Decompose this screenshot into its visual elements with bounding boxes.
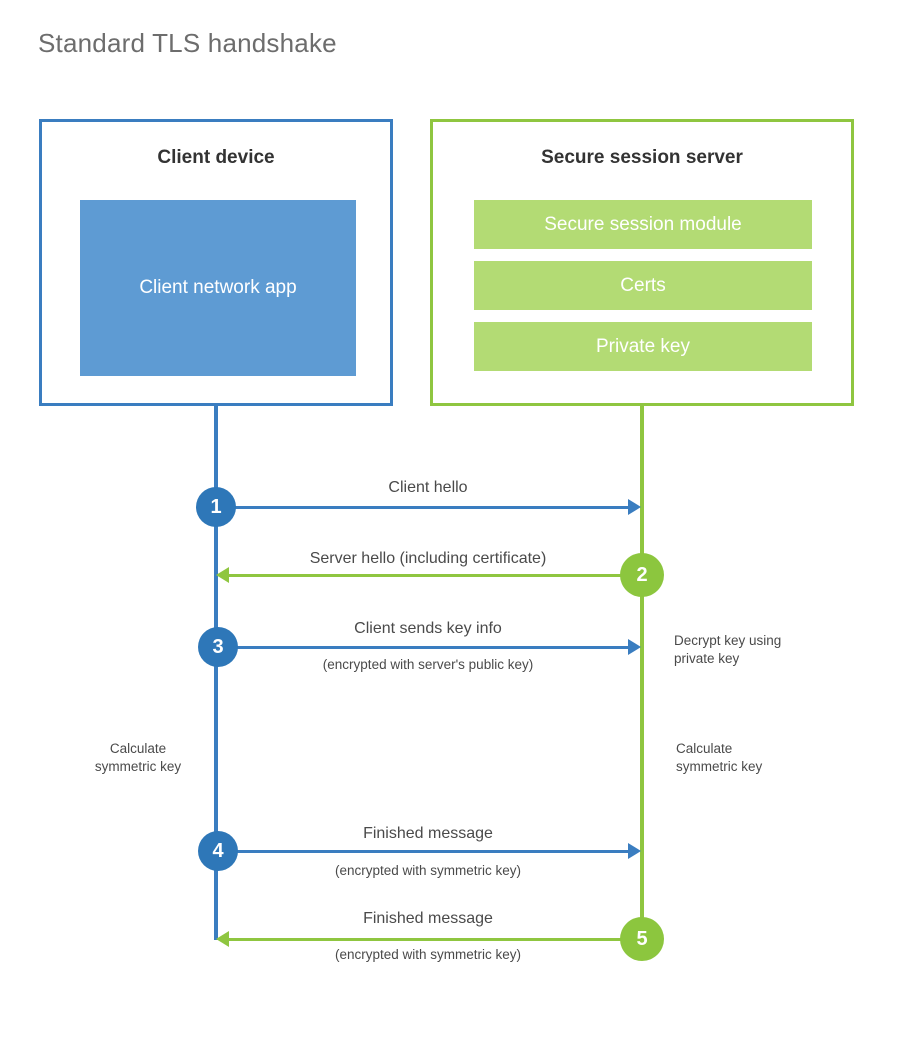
step-4-label: Finished message bbox=[363, 825, 493, 842]
step-circle-4: 4 bbox=[198, 831, 238, 871]
server-lifeline bbox=[640, 406, 644, 939]
server-block-certs: Certs bbox=[474, 261, 812, 310]
step-1-arrow-line bbox=[216, 506, 628, 509]
step-3-label: Client sends key info bbox=[354, 620, 502, 637]
step-5-arrow-head bbox=[216, 931, 229, 947]
client-device-title: Client device bbox=[157, 147, 275, 168]
step-circle-3: 3 bbox=[198, 627, 238, 667]
step-1-label: Client hello bbox=[388, 479, 468, 496]
step-3-sublabel: (encrypted with server's public key) bbox=[322, 657, 534, 672]
step-5-label: Finished message bbox=[363, 910, 493, 927]
client-device-box: Client device Client network app bbox=[39, 119, 393, 406]
page-title: Standard TLS handshake bbox=[38, 28, 337, 58]
step-4-arrow-head bbox=[628, 843, 641, 859]
secure-session-server-box: Secure session server Secure session mod… bbox=[430, 119, 854, 406]
step-5-sublabel: (encrypted with symmetric key) bbox=[334, 947, 522, 962]
secure-session-server-title: Secure session server bbox=[541, 147, 743, 168]
step-3-arrow-head bbox=[628, 639, 641, 655]
step-2-arrow-line bbox=[229, 574, 628, 577]
step-2-arrow-head bbox=[216, 567, 229, 583]
step-4-sublabel: (encrypted with symmetric key) bbox=[334, 863, 522, 878]
client-network-app-block: Client network app bbox=[80, 200, 356, 376]
step-2-label: Server hello (including certificate) bbox=[309, 550, 547, 567]
step-circle-5: 5 bbox=[620, 917, 664, 961]
step-circle-1: 1 bbox=[196, 487, 236, 527]
client-lifeline bbox=[214, 406, 218, 940]
server-block-secure-session-module: Secure session module bbox=[474, 200, 812, 249]
step-circle-2: 2 bbox=[620, 553, 664, 597]
annotation-server-calculate-symmetric-key: Calculate symmetric key bbox=[676, 741, 763, 775]
annotation-client-calculate-symmetric-key: Calculate symmetric key bbox=[94, 741, 182, 775]
annotation-decrypt-key: Decrypt key using private key bbox=[674, 633, 782, 667]
step-5-arrow-line bbox=[229, 938, 628, 941]
step-4-arrow-line bbox=[216, 850, 628, 853]
server-block-private-key: Private key bbox=[474, 322, 812, 371]
step-1-arrow-head bbox=[628, 499, 641, 515]
step-3-arrow-line bbox=[216, 646, 628, 649]
